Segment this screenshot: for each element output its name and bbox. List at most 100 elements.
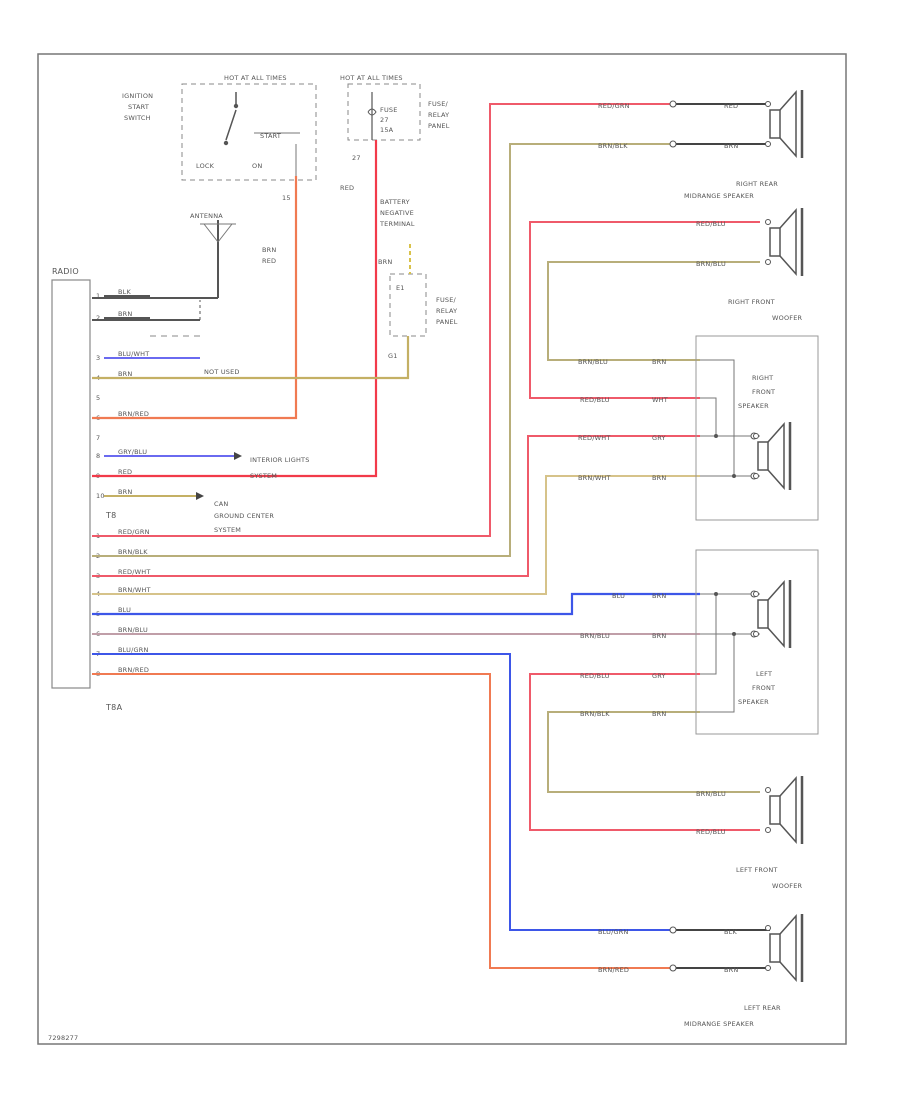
radio-pin-wire-label: RED/GRN xyxy=(118,528,150,536)
rr-neg2-label: BRN xyxy=(724,142,738,150)
switch-on-label: ON xyxy=(252,162,262,170)
fuse-output-label: 27 xyxy=(352,154,361,162)
radio-unit xyxy=(51,279,91,689)
rr-pos-label: RED/GRN xyxy=(598,102,630,110)
rr-line2: MIDRANGE SPEAKER xyxy=(684,192,754,200)
radio-pin-number: 2 xyxy=(96,314,100,322)
rr-line1: RIGHT REAR xyxy=(736,180,778,188)
right-front-woofer-label: RIGHT FRONT WOOFER xyxy=(728,298,803,322)
radio-pin-wire-label: BRN xyxy=(118,488,132,496)
lfw-line2: WOOFER xyxy=(772,882,803,890)
red-wire-label: RED xyxy=(340,184,354,192)
speaker-icon xyxy=(765,776,804,844)
relay-g1-label: G1 xyxy=(388,352,398,360)
rfs-line2: FRONT xyxy=(752,388,775,396)
lfs-line1: LEFT xyxy=(756,670,772,678)
switch-contact-icon xyxy=(223,92,300,176)
ignition-output-label: 15 xyxy=(282,194,291,202)
fuse-number-label: FUSE 27 15A xyxy=(380,106,400,134)
lfw-line1: LEFT FRONT xyxy=(736,866,778,874)
interior-lights-line1: INTERIOR LIGHTS xyxy=(250,456,310,464)
interior-lights-line2: SYSTEM xyxy=(250,472,277,480)
ignition-switch-label: IGNITION START SWITCH xyxy=(122,92,155,122)
rfw-neg-label: BRN/BLU xyxy=(696,260,726,268)
radio-pin-wire-label: BRN/BLU xyxy=(118,626,148,634)
rf-pos2-label: RED/WHT xyxy=(578,434,611,442)
left-front-woofer-label: LEFT FRONT WOOFER xyxy=(736,866,803,890)
lfw-neg-label: BRN/BLU xyxy=(696,790,726,798)
speaker-icon xyxy=(765,90,804,158)
rf-neg-in-label: BRN/BLU xyxy=(578,358,608,366)
can-line1: CAN xyxy=(214,500,228,508)
frp-top-line2: RELAY xyxy=(428,111,449,119)
rfw-pos-label: RED/BLU xyxy=(696,220,726,228)
lr-line1: LEFT REAR xyxy=(744,1004,781,1012)
fuse-relay-panel-top-label: FUSE/ RELAY PANEL xyxy=(428,100,452,130)
speaker-icon xyxy=(765,208,804,276)
brn-red-wire-label: BRN RED xyxy=(262,246,279,265)
lr-tag2: BRN xyxy=(724,966,738,974)
ignition-label-line1: IGNITION xyxy=(122,92,153,100)
relay-e1-label: E1 xyxy=(396,284,405,292)
ignition-label-line2: START xyxy=(128,103,149,111)
battery-line3: TERMINAL xyxy=(379,220,415,228)
radio-pin-wire-label: BLK xyxy=(118,288,131,296)
switch-start-label: START xyxy=(260,132,281,140)
fuse-relay-panel-mid-label: FUSE/ RELAY PANEL xyxy=(436,296,460,326)
radio-pin-number: 1 xyxy=(96,292,100,300)
lf-brnblk-label: BRN/BLK xyxy=(580,710,610,718)
rr-neg-label: BRN/BLK xyxy=(598,142,628,150)
radio-pin-wire-label: BRN/RED xyxy=(118,666,149,674)
brn-red-line2: RED xyxy=(262,257,276,265)
not-used-label: NOT USED xyxy=(204,368,240,376)
speaker-icon xyxy=(753,422,792,490)
radio-pin-wire-label: BRN/BLK xyxy=(118,548,148,556)
radio-pin-wire-label: BLU/WHT xyxy=(118,350,149,358)
frp-top-line3: PANEL xyxy=(428,122,450,130)
fuse-label-line2: 27 xyxy=(380,116,389,124)
lr-pos-label: BLU/GRN xyxy=(598,928,629,936)
radio-pin-number: 5 xyxy=(96,394,100,402)
battery-line2: NEGATIVE xyxy=(380,209,414,217)
rfw-line1: RIGHT FRONT xyxy=(728,298,775,306)
left-front-speaker-box xyxy=(695,549,819,735)
rf-neg2-label: BRN/WHT xyxy=(578,474,611,482)
diagram-reference-code: 7298277 xyxy=(48,1034,78,1042)
lfw-pos-label: RED/BLU xyxy=(696,828,726,836)
rf-tag2: WHT xyxy=(652,396,668,404)
lr-tag1: BLK xyxy=(724,928,737,936)
antenna-label: ANTENNA xyxy=(190,212,223,220)
rf-tag1: BRN xyxy=(652,358,666,366)
frp-mid-line2: RELAY xyxy=(436,307,457,315)
diagram-frame xyxy=(37,53,847,1045)
radio-pin-wire-label: GRY/BLU xyxy=(118,448,147,456)
lf-brnblu-label: BRN/BLU xyxy=(580,632,610,640)
lr-line2: MIDRANGE SPEAKER xyxy=(684,1020,754,1028)
rfs-line1: RIGHT xyxy=(752,374,773,382)
lf-tag2: BRN xyxy=(652,632,666,640)
fuse-element-icon xyxy=(367,92,377,140)
right-front-speaker-box xyxy=(695,335,819,521)
radio-pin-number: 10 xyxy=(96,492,105,500)
right-rear-speaker-label: RIGHT REAR MIDRANGE SPEAKER xyxy=(684,180,780,200)
rfw-line2: WOOFER xyxy=(772,314,803,322)
power-feed-wires xyxy=(92,140,411,478)
radio-pin-wire-label: RED/WHT xyxy=(118,568,151,576)
radio-pin-number: 7 xyxy=(96,434,100,442)
left-front-internal-wiring xyxy=(700,590,760,713)
can-line3: SYSTEM xyxy=(214,526,241,534)
brn-ground-label: BRN xyxy=(378,258,392,266)
rf-tag4: BRN xyxy=(652,474,666,482)
radio-pin-wire-label: BRN xyxy=(118,310,132,318)
connector-t8a-label: T8A xyxy=(105,703,123,712)
lr-neg-label: BRN/RED xyxy=(598,966,629,974)
rr-pos2-label: RED xyxy=(724,102,738,110)
rf-tag3: GRY xyxy=(652,434,666,442)
fuse-label-line1: FUSE xyxy=(380,106,398,114)
lf-tag3: GRY xyxy=(652,672,666,680)
lf-tag4: BRN xyxy=(652,710,666,718)
antenna-icon xyxy=(92,220,236,337)
radio-pin-wire-label: RED xyxy=(118,468,132,476)
frp-top-line1: FUSE/ xyxy=(428,100,449,108)
connector-t8-label: T8 xyxy=(105,511,117,520)
